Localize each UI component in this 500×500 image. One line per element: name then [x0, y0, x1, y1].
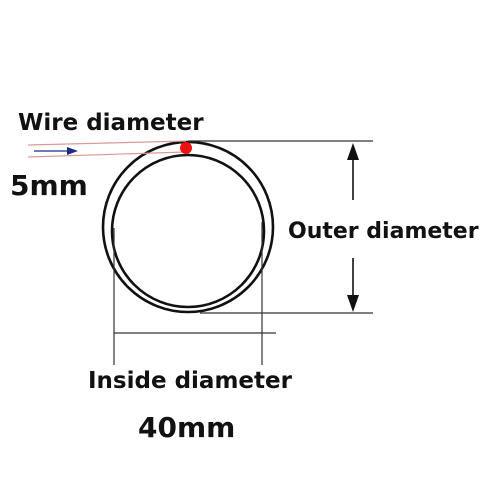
wire-guide-line-top [27, 140, 187, 146]
wire-marker-dot [180, 142, 192, 154]
outer-arrow-down-head [347, 295, 359, 312]
outer-arrow-up-head [347, 143, 359, 160]
wire-guide-line-bottom [27, 151, 187, 158]
outer-diameter-label: Outer diameter [288, 219, 479, 244]
ring-outer-edge [101, 140, 275, 314]
inside-diameter-value: 40mm [138, 411, 235, 444]
inside-diameter-label: Inside diameter [88, 368, 293, 394]
wire-arrow-head [67, 147, 78, 155]
wire-diameter-value: 5mm [10, 169, 88, 202]
ring-inner-edge [110, 153, 266, 309]
wire-diameter-label: Wire diameter [18, 110, 204, 136]
